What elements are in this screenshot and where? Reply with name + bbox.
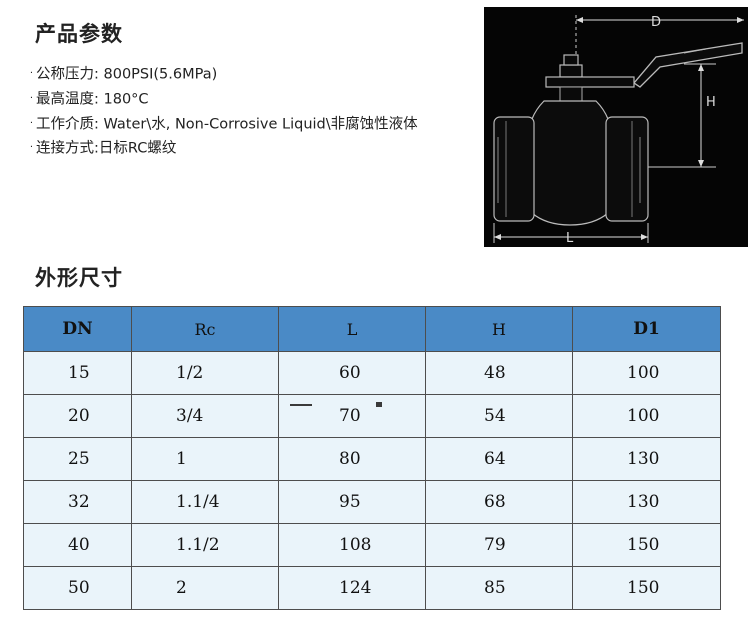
- cell-dn: 15: [23, 351, 132, 395]
- bullet-icon: ·: [29, 92, 34, 104]
- cell-h: 64: [425, 437, 573, 481]
- cell-h: 54: [425, 394, 573, 438]
- spec-item-temperature: ·最高温度: 180°C: [27, 87, 418, 112]
- cell-l: 124: [278, 566, 426, 610]
- scan-artifact: [290, 404, 312, 406]
- bullet-icon: ·: [29, 142, 34, 154]
- dimensions-table: DN Rc L H D1 15 1/2 60 48 100 20 3/4 70 …: [23, 306, 721, 610]
- section-title-dimensions: 外形尺寸: [35, 266, 123, 290]
- table-row: 25 1 80 64 130: [23, 437, 721, 481]
- table-row: 50 2 124 85 150: [23, 566, 721, 610]
- spec-item-medium: ·工作介质: Water\水, Non-Corrosive Liquid\非腐蚀…: [27, 112, 418, 137]
- spec-list: ·公称压力: 800PSI(5.6MPa) ·最高温度: 180°C ·工作介质…: [27, 62, 418, 161]
- cell-dn: 32: [23, 480, 132, 524]
- cell-rc: 1.1/4: [131, 480, 279, 524]
- spec-item-text: 公称压力: 800PSI(5.6MPa): [36, 66, 218, 83]
- table-row: 32 1.1/4 95 68 130: [23, 480, 721, 524]
- cell-d1: 100: [572, 351, 721, 395]
- spec-item-text: 连接方式:日标RC螺纹: [36, 140, 177, 157]
- cell-rc: 3/4: [131, 394, 279, 438]
- table-row: 20 3/4 70 54 100: [23, 394, 721, 438]
- table-row: 40 1.1/2 108 79 150: [23, 523, 721, 567]
- ball-valve-diagram: D H L: [484, 7, 748, 247]
- column-header-dn: DN: [23, 306, 132, 352]
- table-header-row: DN Rc L H D1: [23, 306, 721, 352]
- cell-l: 60: [278, 351, 426, 395]
- column-header-h: H: [425, 306, 573, 352]
- cell-rc: 1: [131, 437, 279, 481]
- cell-h: 85: [425, 566, 573, 610]
- spec-item-text: 工作介质: Water\水, Non-Corrosive Liquid\非腐蚀性…: [36, 115, 418, 132]
- cell-rc: 1/2: [131, 351, 279, 395]
- cell-l: 80: [278, 437, 426, 481]
- cell-dn: 25: [23, 437, 132, 481]
- section-title-product-parameters: 产品参数: [35, 22, 123, 46]
- column-header-d1: D1: [572, 306, 721, 352]
- cell-d1: 130: [572, 480, 721, 524]
- cell-l: 70: [278, 394, 426, 438]
- spec-item-connection: ·连接方式:日标RC螺纹: [27, 136, 418, 161]
- spec-item-pressure: ·公称压力: 800PSI(5.6MPa): [27, 62, 418, 87]
- cell-h: 79: [425, 523, 573, 567]
- cell-dn: 40: [23, 523, 132, 567]
- dimension-label-d: D: [651, 15, 661, 30]
- dimension-label-l: L: [566, 231, 574, 246]
- cell-h: 68: [425, 480, 573, 524]
- cell-d1: 150: [572, 566, 721, 610]
- ball-valve-drawing: D H L: [493, 15, 744, 246]
- bullet-icon: ·: [29, 117, 34, 129]
- cell-d1: 130: [572, 437, 721, 481]
- cell-d1: 100: [572, 394, 721, 438]
- table-row: 15 1/2 60 48 100: [23, 351, 721, 395]
- dimension-label-h: H: [706, 95, 716, 110]
- column-header-l: L: [278, 306, 426, 352]
- bullet-icon: ·: [29, 68, 34, 79]
- cell-h: 48: [425, 351, 573, 395]
- cell-rc: 2: [131, 566, 279, 610]
- cell-rc: 1.1/2: [131, 523, 279, 567]
- column-header-rc: Rc: [131, 306, 279, 352]
- cell-dn: 20: [23, 394, 132, 438]
- cell-l: 108: [278, 523, 426, 567]
- scan-artifact: [376, 402, 382, 407]
- cell-dn: 50: [23, 566, 132, 610]
- cell-d1: 150: [572, 523, 721, 567]
- spec-item-text: 最高温度: 180°C: [36, 91, 149, 107]
- cell-l: 95: [278, 480, 426, 524]
